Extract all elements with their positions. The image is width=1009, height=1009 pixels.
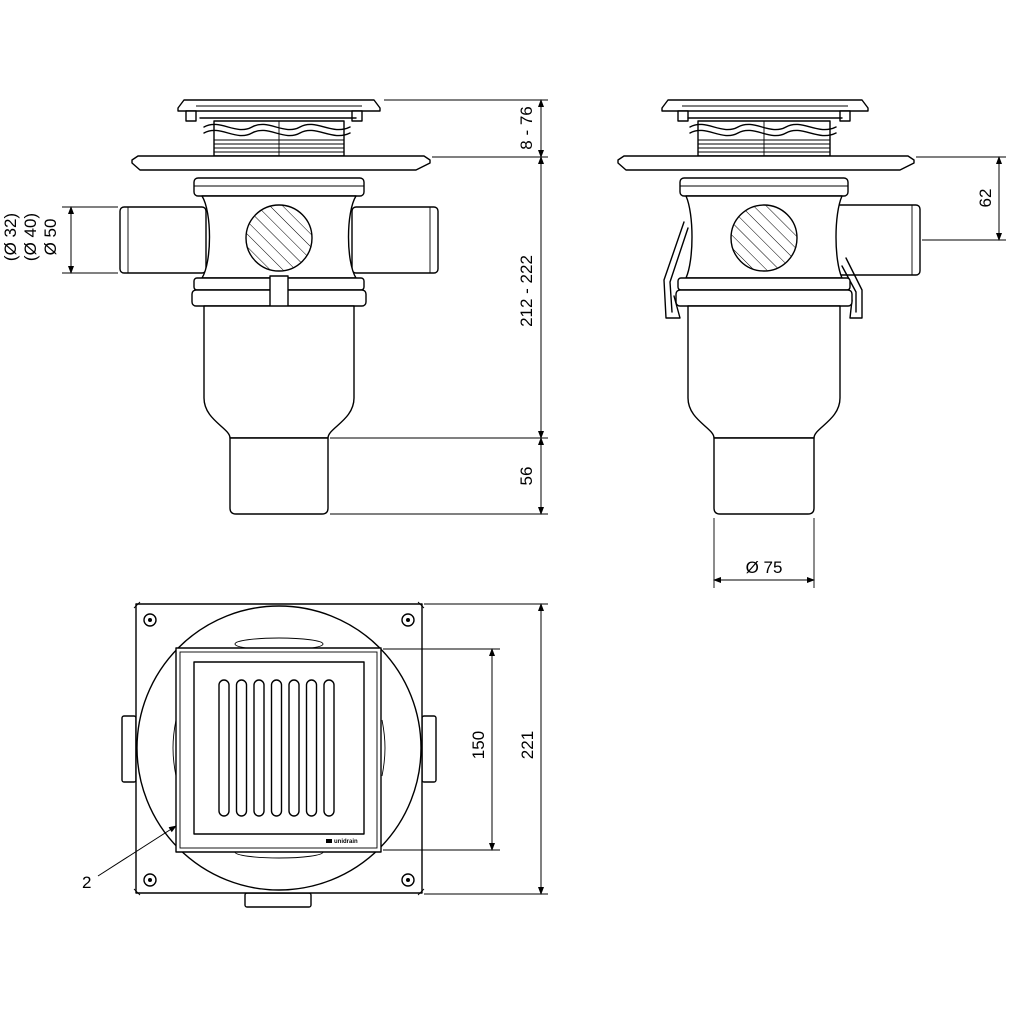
callout-2-label: 2 [82,873,91,892]
screw-hole-bottom-right [401,873,415,887]
grate-size-label: 150 [469,731,488,759]
grate-slot [218,679,230,817]
grate-slot [270,679,283,817]
outlet-diameter-label: Ø 75 [746,558,783,577]
inlet-diameter-label-40: (Ø 40) [21,213,40,261]
flange-size-label: 221 [518,731,537,759]
top-dimensions: 150 221 2 [82,603,548,895]
inlet-diameter-label-50: Ø 50 [41,219,60,256]
brand-mark: unidrain [334,839,358,845]
grate-slot [235,679,248,817]
front-dimensions: 8 - 76 212 - 222 56 (Ø 32) (Ø 40) Ø 50 [1,99,548,515]
front-view [119,99,439,515]
screw-hole-top-right [401,613,415,627]
top-view: unidrain [121,601,437,908]
callout-2-leader [97,825,177,877]
grate-height-label: 8 - 76 [517,106,536,149]
side-inlet-height-label: 62 [976,189,995,208]
grate-slot [305,679,318,817]
inlet-diameter-label-32: (Ø 32) [1,213,20,261]
grate-slots [218,679,335,817]
grate-slot [253,679,265,817]
screw-hole-top-left [143,613,157,627]
body-height-label: 212 - 222 [517,255,536,327]
side-view [617,99,921,515]
screw-hole-bottom-left [143,873,157,887]
side-dimensions: 62 Ø 75 [713,156,1006,588]
outlet-length-label: 56 [517,467,536,486]
grate-slot [323,679,335,817]
grate-slot [288,679,300,817]
